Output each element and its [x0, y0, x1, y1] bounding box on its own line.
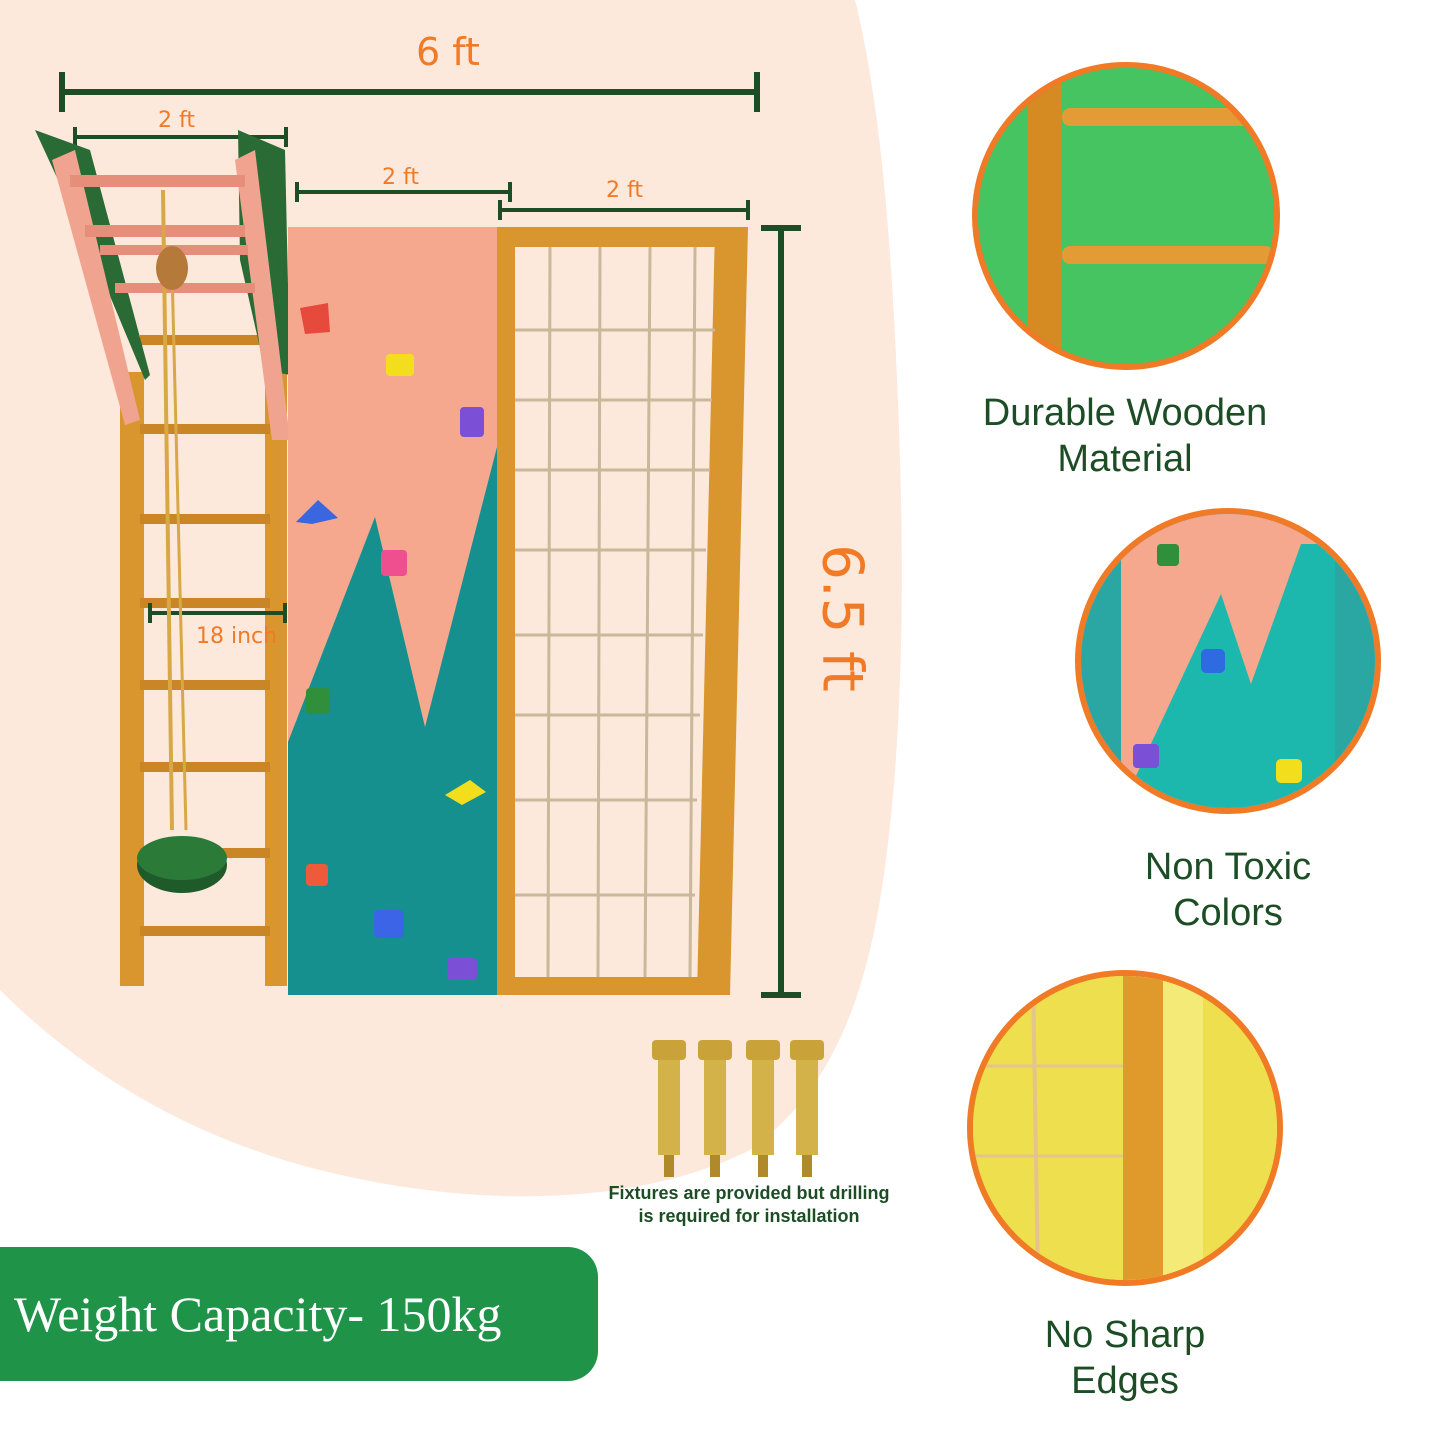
climbing-holds: [296, 303, 486, 980]
wooden-rungs-closeup: [978, 68, 1274, 364]
disc-swing: [137, 189, 227, 893]
dimension-line-height: [761, 225, 801, 998]
wall-width-label: 2 ft: [382, 165, 419, 190]
feature-label-edges: No Sharp Edges: [1044, 1314, 1206, 1402]
feature-image-wood: [972, 62, 1280, 370]
dimension-line-rung: [148, 603, 287, 623]
rung-spacing-label: 18 inch: [196, 624, 278, 649]
dimension-line-total-width: [59, 72, 760, 112]
feature-label-colors: Non Toxic Colors: [1144, 846, 1312, 934]
anchor-bolts: [652, 1040, 824, 1177]
ladder-width-label: 2 ft: [158, 108, 195, 133]
cargo-net: [497, 227, 748, 995]
climbing-wall: [288, 227, 508, 995]
dimension-line-wall: [295, 182, 512, 202]
fixtures-note: Fixtures are provided but drilling is re…: [608, 1183, 890, 1226]
net-width-label: 2 ft: [606, 178, 643, 203]
top-frame: [35, 130, 290, 440]
total-width-label: 6 ft: [416, 30, 480, 74]
feature-label-wood: Durable Wooden Material: [982, 392, 1268, 480]
height-label: 6.5 ft: [809, 544, 875, 692]
feature-image-colors: [1075, 508, 1381, 814]
weight-capacity-text: Weight Capacity- 150kg: [14, 1286, 502, 1342]
wall-colors-closeup: [1081, 514, 1375, 808]
smooth-edges-closeup: [973, 976, 1277, 1280]
feature-image-edges: [967, 970, 1283, 1286]
dimension-line-net: [498, 200, 750, 220]
weight-capacity-badge: Weight Capacity- 150kg: [0, 1247, 598, 1381]
